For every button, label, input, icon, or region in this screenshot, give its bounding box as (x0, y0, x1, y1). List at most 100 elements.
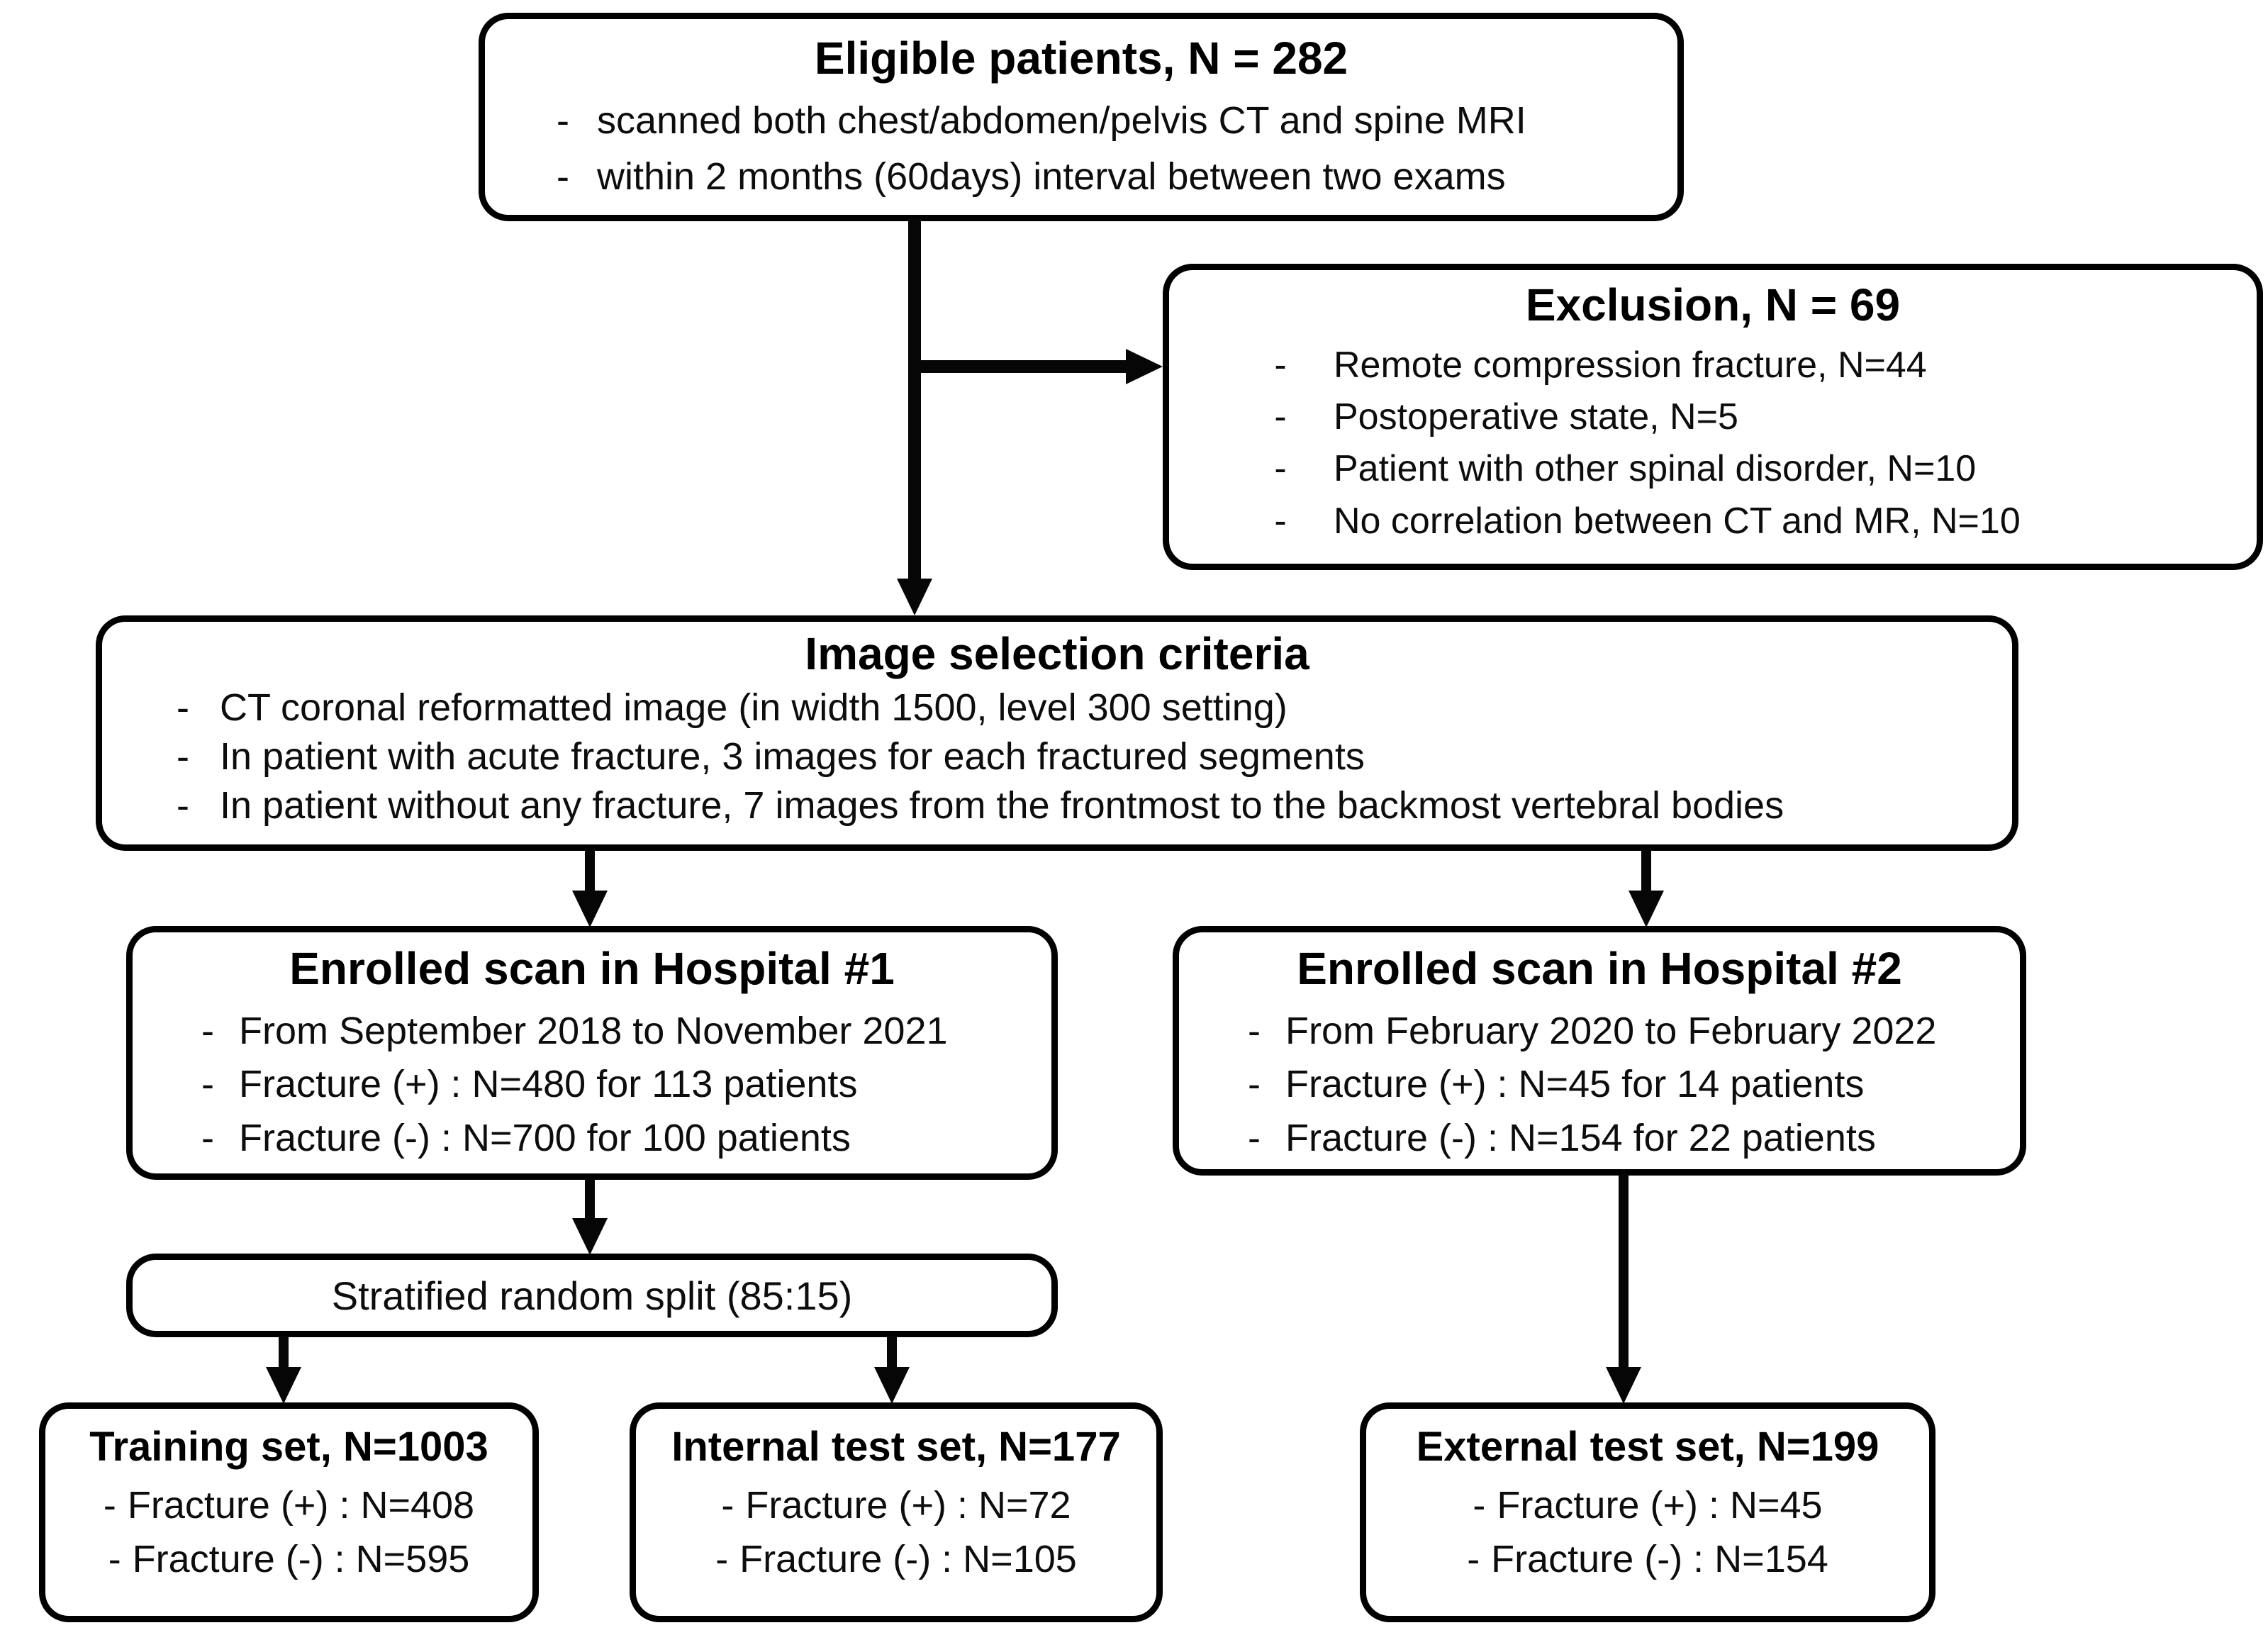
bullet-dash: - (557, 99, 569, 142)
bullet-dash: - (1248, 1009, 1261, 1052)
bullet-item: - Fracture (+) : N=45 for 14 patients (1205, 1062, 1994, 1107)
bullet-text: Fracture (-) : N=105 (739, 1537, 1077, 1580)
bullet-text: scanned both chest/abdomen/pelvis CT and… (597, 99, 1526, 142)
bullet-dash: - (1248, 1063, 1261, 1106)
external-test-set-box: External test set, N=199 - Fracture (+) … (1360, 1402, 1935, 1622)
bullet-item: - Fracture (-) : N=105 (649, 1537, 1144, 1583)
bullet-item: - Fracture (-) : N=595 (58, 1537, 520, 1583)
internal-test-set-list: - Fracture (+) : N=72 - Fracture (-) : N… (649, 1483, 1144, 1582)
bullet-item: - Fracture (+) : N=408 (58, 1483, 520, 1529)
bullet-dash: - (201, 1117, 214, 1160)
eligible-patients-box: Eligible patients, N = 282 - scanned bot… (479, 13, 1684, 221)
internal-test-set-box: Internal test set, N=177 - Fracture (+) … (630, 1402, 1163, 1622)
exclusion-box: Exclusion, N = 69 - Remote compression f… (1163, 264, 2263, 570)
arrow-stem (910, 360, 1132, 373)
bullet-item: - Fracture (+) : N=45 (1379, 1483, 1916, 1529)
image-selection-criteria-list: - CT coronal reformatted image (in width… (130, 686, 1984, 827)
bullet-item: - Remote compression fracture, N=44 (1197, 344, 2228, 387)
arrow-stem (585, 849, 595, 896)
exclusion-title: Exclusion, N = 69 (1525, 279, 1901, 330)
bullet-dash: - (201, 1009, 214, 1052)
bullet-text: From September 2018 to November 2021 (239, 1009, 948, 1052)
arrow-hospital1-to-split-icon (572, 1178, 608, 1255)
bullet-item: - Fracture (+) : N=72 (649, 1483, 1144, 1529)
eligible-patients-title: Eligible patients, N = 282 (814, 33, 1348, 84)
internal-test-set-title: Internal test set, N=177 (671, 1424, 1121, 1470)
bullet-text: Fracture (-) : N=154 for 22 patients (1285, 1117, 1876, 1160)
bullet-text: Fracture (-) : N=595 (132, 1537, 470, 1580)
bullet-dash: - (108, 1537, 121, 1580)
bullet-dash: - (1274, 448, 1287, 490)
hospital1-list: - From September 2018 to November 2021 -… (158, 1009, 1026, 1161)
bullet-dash: - (1248, 1117, 1261, 1160)
arrow-to-exclusion-icon (910, 344, 1163, 389)
bullet-dash: - (177, 784, 189, 827)
eligible-patients-list: - scanned both chest/abdomen/pelvis CT a… (519, 99, 1643, 200)
arrow-head (897, 579, 932, 615)
bullet-dash: - (103, 1483, 116, 1527)
bullet-text: Fracture (+) : N=45 for 14 patients (1285, 1063, 1865, 1106)
bullet-item: - within 2 months (60days) interval betw… (519, 155, 1643, 200)
hospital2-box: Enrolled scan in Hospital #2 - From Febr… (1173, 926, 2026, 1176)
bullet-dash: - (557, 155, 569, 199)
bullet-text: Fracture (+) : N=480 for 113 patients (239, 1063, 858, 1106)
bullet-text: Fracture (-) : N=700 for 100 patients (239, 1117, 851, 1160)
external-test-set-list: - Fracture (+) : N=45 - Fracture (-) : N… (1379, 1483, 1916, 1582)
image-selection-criteria-box: Image selection criteria - CT coronal re… (96, 615, 2018, 851)
bullet-dash: - (177, 735, 189, 779)
arrow-stem (887, 1336, 897, 1373)
hospital2-list: - From February 2020 to February 2022 - … (1205, 1009, 1994, 1161)
bullet-text: In patient without any fracture, 7 image… (220, 784, 1784, 827)
bullet-text: Fracture (+) : N=72 (745, 1483, 1071, 1527)
bullet-text: Fracture (-) : N=154 (1491, 1537, 1828, 1580)
bullet-text: within 2 months (60days) interval betwee… (597, 155, 1506, 199)
bullet-text: In patient with acute fracture, 3 images… (220, 735, 1365, 779)
bullet-text: CT coronal reformatted image (in width 1… (220, 686, 1287, 729)
bullet-dash: - (201, 1063, 214, 1106)
arrow-split-to-training-icon (266, 1336, 301, 1404)
arrow-selection-to-hospital2-icon (1629, 849, 1664, 927)
arrow-stem (1619, 1174, 1629, 1373)
arrow-stem (585, 1178, 595, 1224)
arrow-split-to-internal-icon (874, 1336, 910, 1404)
bullet-dash: - (1473, 1483, 1486, 1527)
bullet-item: - Fracture (+) : N=480 for 113 patients (158, 1062, 1026, 1107)
bullet-dash: - (1274, 396, 1287, 438)
external-test-set-title: External test set, N=199 (1416, 1424, 1879, 1470)
bullet-item: - In patient without any fracture, 7 ima… (130, 785, 1984, 827)
bullet-item: - scanned both chest/abdomen/pelvis CT a… (519, 99, 1643, 144)
image-selection-criteria-title: Image selection criteria (805, 628, 1309, 679)
bullet-text: Fracture (+) : N=408 (127, 1483, 475, 1527)
arrow-stem (908, 218, 921, 584)
arrow-stem (1641, 849, 1651, 896)
bullet-item: - Postoperative state, N=5 (1197, 396, 2228, 439)
training-set-box: Training set, N=1003 - Fracture (+) : N=… (39, 1402, 539, 1622)
bullet-text: Postoperative state, N=5 (1334, 396, 1738, 438)
arrow-head (572, 891, 608, 927)
bullet-dash: - (1467, 1537, 1480, 1580)
arrow-head (266, 1367, 301, 1404)
bullet-dash: - (1274, 500, 1287, 542)
hospital1-title: Enrolled scan in Hospital #1 (289, 943, 895, 994)
arrow-selection-to-hospital1-icon (572, 849, 608, 927)
bullet-item: - From September 2018 to November 2021 (158, 1009, 1026, 1054)
stratified-split-label: Stratified random split (85:15) (331, 1273, 853, 1318)
bullet-item: - From February 2020 to February 2022 (1205, 1009, 1994, 1054)
bullet-item: - Fracture (-) : N=700 for 100 patients (158, 1116, 1026, 1161)
bullet-dash: - (1274, 344, 1287, 386)
arrow-stem (279, 1336, 289, 1373)
bullet-text: Fracture (+) : N=45 (1497, 1483, 1823, 1527)
training-set-list: - Fracture (+) : N=408 - Fracture (-) : … (58, 1483, 520, 1582)
exclusion-list: - Remote compression fracture, N=44 - Po… (1197, 344, 2228, 543)
bullet-dash: - (721, 1483, 734, 1527)
training-set-title: Training set, N=1003 (89, 1424, 488, 1470)
bullet-text: From February 2020 to February 2022 (1285, 1009, 1937, 1052)
stratified-split-box: Stratified random split (85:15) (126, 1254, 1058, 1337)
arrow-head (1629, 891, 1664, 927)
arrow-head (1606, 1367, 1641, 1404)
bullet-item: - Fracture (-) : N=154 (1379, 1537, 1916, 1583)
bullet-item: - CT coronal reformatted image (in width… (130, 686, 1984, 729)
bullet-text: Patient with other spinal disorder, N=10 (1334, 448, 1977, 490)
arrow-eligible-to-selection-icon (897, 218, 932, 615)
